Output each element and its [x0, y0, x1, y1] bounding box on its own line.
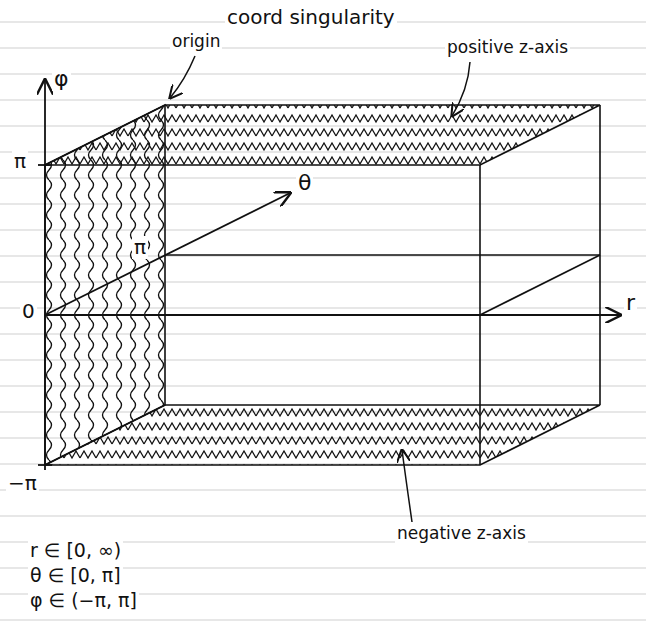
axis-label: r — [624, 290, 637, 315]
box-edges — [165, 105, 600, 465]
axis-label: θ — [296, 170, 313, 195]
r-axis — [45, 314, 620, 316]
theta-axis — [45, 193, 290, 315]
tick-label: π — [12, 150, 28, 173]
leader-line — [452, 62, 470, 116]
axes — [38, 80, 620, 470]
axis-label: φ — [52, 66, 71, 91]
leader-arrows — [170, 56, 470, 522]
callout-text: positive z-axis — [445, 38, 570, 58]
callout-text: origin — [170, 32, 222, 52]
leader-line — [170, 56, 195, 98]
tick-label: 0 — [20, 300, 37, 323]
range-text: r ∈ [0, ∞) — [28, 540, 123, 562]
range-text: φ ∈ (−π, π] — [28, 590, 139, 612]
tick — [38, 464, 52, 466]
leader-line — [402, 450, 412, 522]
ruled-lines — [0, 22, 646, 620]
phi-axis — [44, 80, 46, 470]
range-text: θ ∈ [0, π] — [28, 565, 123, 587]
tick — [38, 164, 52, 166]
callout-text: negative z-axis — [395, 524, 528, 544]
tick-label: −π — [6, 472, 39, 495]
tick-label: π — [132, 236, 148, 259]
note-text: coord singularity — [225, 6, 397, 29]
